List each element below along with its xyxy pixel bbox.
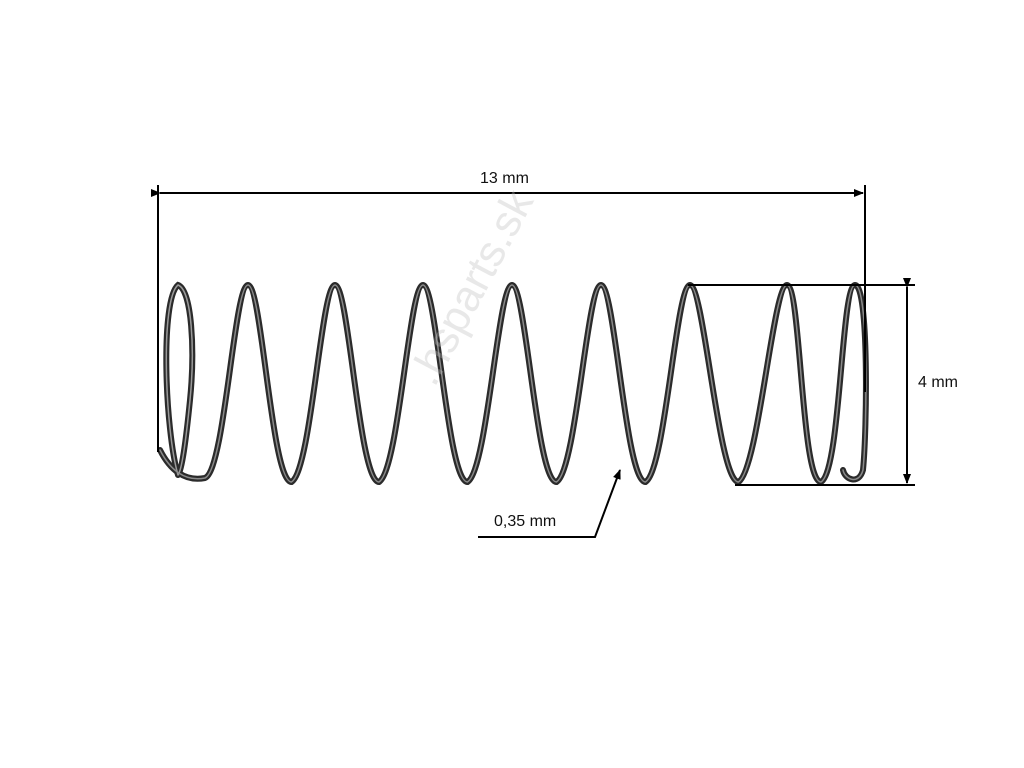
spring-highlight	[165, 284, 193, 476]
spring-highlight	[159, 284, 867, 483]
wire-diameter-label: 0,35 mm	[494, 513, 557, 530]
diameter-label: 4 mm	[918, 374, 958, 391]
spring-coil	[163, 281, 196, 478]
spring-image	[157, 281, 869, 486]
spring-coil	[157, 281, 869, 486]
length-label: 13 mm	[480, 170, 529, 187]
wire-leader-line	[478, 469, 621, 538]
dimension-lines	[151, 185, 915, 538]
